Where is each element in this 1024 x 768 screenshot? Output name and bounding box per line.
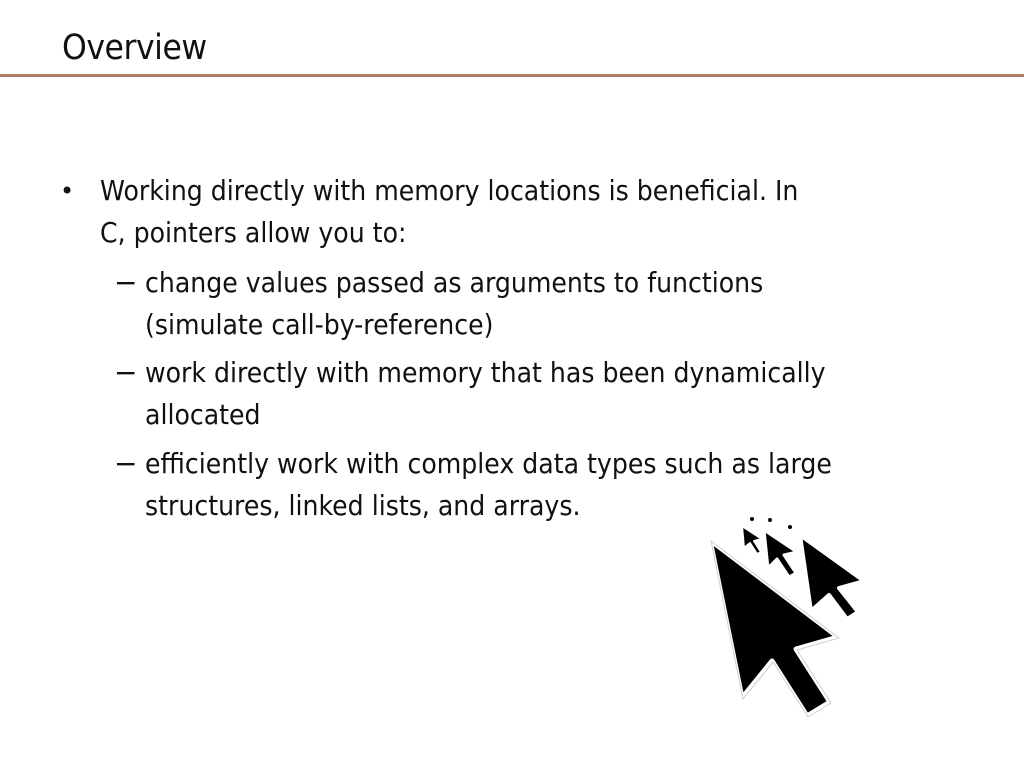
sub-bullet-1-line-1: change values passed as arguments to fun… xyxy=(145,266,764,299)
large-cursor-arrow-icon xyxy=(707,537,841,719)
sub-bullet-3-line-1: efficiently work with complex data types… xyxy=(145,447,832,480)
mouse-cursor-arrows-icon xyxy=(707,517,866,719)
bullet-text-line-1: Working directly with memory locations i… xyxy=(100,174,799,207)
bullet-marker: • xyxy=(60,177,75,205)
cursor-arrow-icon xyxy=(798,533,866,621)
bullet-text-line-2: C, pointers allow you to: xyxy=(100,216,407,249)
sub-bullet-3-line-2: structures, linked lists, and arrays. xyxy=(145,489,581,522)
sub-bullet-marker: − xyxy=(114,266,138,299)
slide-title: Overview xyxy=(62,28,207,68)
medium-cursor-arrow-icon xyxy=(762,528,799,579)
sub-bullet-marker: − xyxy=(114,447,138,480)
small-cursor-arrow-icon xyxy=(741,525,763,555)
sub-bullet-marker: − xyxy=(114,356,138,389)
sub-bullet-1-line-2: (simulate call-by-reference) xyxy=(145,308,494,341)
motion-dots xyxy=(750,517,792,529)
title-divider xyxy=(0,74,1024,77)
sub-bullet-2-line-2: allocated xyxy=(145,398,261,431)
sub-bullet-2-line-1: work directly with memory that has been … xyxy=(145,356,826,389)
